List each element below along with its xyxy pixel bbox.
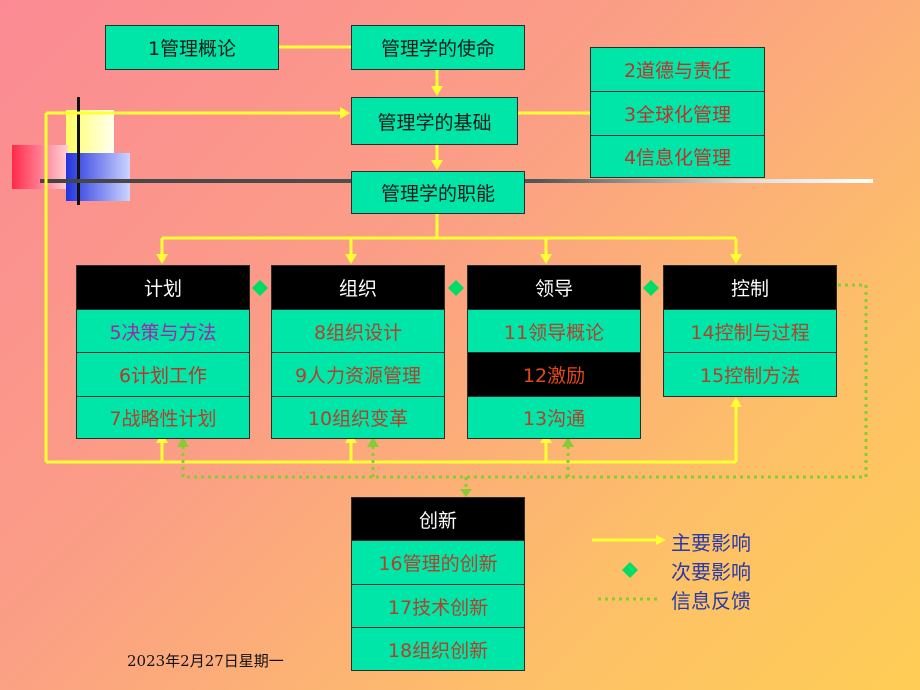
planning-item-work: 6计划工作: [76, 352, 250, 397]
topic-ethics: 2道德与责任: [590, 47, 765, 92]
organizing-header: 组织: [271, 265, 445, 310]
foundation-box: 管理学的基础: [351, 97, 518, 145]
planning-item-decision: 5决策与方法: [76, 309, 250, 353]
legend-main-label: 主要影响: [671, 531, 751, 555]
decor-blue-square: [66, 153, 130, 201]
leading-item-motivation: 12激励: [467, 352, 641, 397]
organizing-item-hr: 9人力资源管理: [271, 352, 445, 397]
innovation-item-management: 16管理的创新: [351, 540, 525, 585]
controlling-item-methods: 15控制方法: [663, 352, 837, 397]
organizing-item-design: 8组织设计: [271, 309, 445, 353]
innovation-item-technology: 17技术创新: [351, 584, 525, 628]
leading-item-intro: 11领导概论: [467, 309, 641, 353]
decor-vertical-rule: [77, 97, 80, 205]
footer-date: 2023年2月27日星期一: [127, 652, 284, 670]
topic-informatization: 4信息化管理: [590, 135, 765, 178]
legend-secondary-label: 次要影响: [671, 560, 751, 584]
planning-item-strategy: 7战略性计划: [76, 396, 250, 439]
controlling-header: 控制: [663, 265, 837, 310]
controlling-item-process: 14控制与过程: [663, 309, 837, 353]
leading-item-communication: 13沟通: [467, 396, 641, 439]
organizing-item-change: 10组织变革: [271, 396, 445, 439]
mission-box: 管理学的使命: [351, 25, 525, 70]
intro-box: 1管理概论: [105, 25, 279, 70]
functions-box: 管理学的职能: [351, 171, 525, 214]
topic-globalization: 3全球化管理: [590, 91, 765, 136]
leading-header: 领导: [467, 265, 641, 310]
innovation-item-organization: 18组织创新: [351, 627, 525, 671]
legend-feedback-label: 信息反馈: [671, 589, 751, 613]
innovation-header: 创新: [351, 497, 525, 541]
planning-header: 计划: [76, 265, 250, 310]
